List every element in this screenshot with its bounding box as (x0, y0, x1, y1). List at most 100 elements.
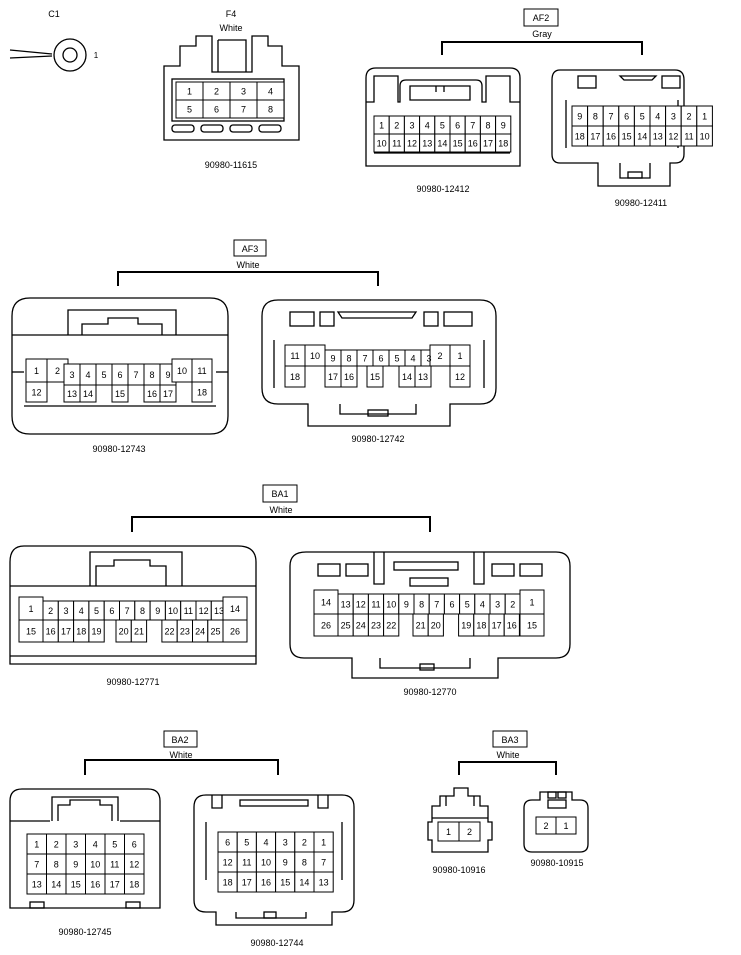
ba3-left-pin-cell (458, 821, 481, 842)
ba2-right-pin-label: 17 (242, 878, 252, 888)
af2-right-pin-label: 15 (622, 132, 632, 142)
af2-right-pin-label: 12 (668, 132, 678, 142)
ba2-left-pin-label: 12 (129, 860, 139, 870)
af3-right-pin-cell (449, 365, 471, 388)
af3-right-pin-label: 4 (410, 354, 415, 364)
ba2-left-pin-label: 17 (110, 880, 120, 890)
ba1-right-pin-label: 11 (371, 600, 380, 610)
ba1-right-pin-cell (427, 613, 444, 637)
af3-left-pin-label: 5 (101, 370, 106, 380)
ba1-left-pin-label: 12 (199, 606, 209, 616)
af2-part-number-left: 90980-12412 (416, 184, 469, 194)
ba2-right-pin-cell (313, 871, 334, 893)
ba1-right-pin-label: 2 (510, 600, 515, 610)
ba2-left-pin-label: 15 (71, 880, 81, 890)
af3-left-pin-label: 17 (163, 389, 173, 399)
ba1-left-pin-cell (130, 619, 148, 643)
af2-right-pin-label: 14 (637, 132, 647, 142)
ba2-right-pin-label: 6 (225, 838, 230, 848)
ba2-left-pin-label: 9 (73, 860, 78, 870)
ba2-right-pin-label: 1 (321, 838, 326, 848)
af2-left-pin-label: 16 (468, 139, 478, 149)
af2-right-pin-label: 2 (686, 112, 691, 122)
ba2-left-pin-label: 6 (132, 840, 137, 850)
ba2-left-housing (9, 788, 161, 909)
af3-right-pin-label: 1 (457, 351, 462, 361)
af3-left-pin-label: 8 (149, 370, 154, 380)
f4-pin-label: 5 (187, 105, 192, 115)
ba2-right-pin-label: 14 (299, 878, 309, 888)
ba1-left-pin-label: 25 (210, 627, 220, 637)
af3-right-pin-label: 18 (290, 372, 300, 382)
f4-color: White (219, 23, 242, 33)
af3-right-pin-label: 14 (402, 372, 412, 382)
c1-pin-label: 1 (94, 51, 99, 60)
ba1-right-pin-label: 19 (461, 621, 471, 631)
ba1-left-pin-label: 1 (28, 604, 33, 614)
ba1-left-pin-label: 9 (155, 606, 160, 616)
af2-left-pin-label: 18 (498, 139, 508, 149)
af3-right-pin-label: 11 (290, 351, 299, 361)
af3-right-pin-label: 17 (328, 372, 338, 382)
ba2-right-pin-label: 2 (302, 838, 307, 848)
ba1-right-pin-label: 5 (465, 600, 470, 610)
af3-right-pin-label: 9 (330, 354, 335, 364)
ba2-left-pin-label: 10 (90, 860, 100, 870)
ba1-right-pin-label: 9 (404, 600, 409, 610)
f4-title: F4 (226, 9, 237, 19)
ba1-left-pin-label: 7 (125, 606, 130, 616)
af2-left-pin-label: 5 (440, 121, 445, 131)
f4-pin-label: 2 (214, 87, 219, 97)
ba1-part-number-left: 90980-12771 (106, 677, 159, 687)
ba3-title-box (492, 730, 528, 748)
ba1-right-pin-cell (313, 589, 339, 615)
ba2-right-pin-label: 8 (302, 858, 307, 868)
f4-pin-label: 1 (187, 87, 192, 97)
ba1-right-pin-label: 26 (321, 621, 331, 631)
ba1-left-pin-label: 15 (26, 627, 36, 637)
af3-left-pin-label: 11 (197, 366, 206, 376)
af3-left-pin-label: 3 (69, 370, 74, 380)
af3-right-housing (261, 299, 497, 427)
ba2-part-number-left: 90980-12745 (58, 927, 111, 937)
af2-right-pin-label: 5 (640, 112, 645, 122)
ba1-right-pin-cell (503, 613, 520, 637)
ba1-left-pin-label: 20 (119, 627, 129, 637)
ba1-left-pin-label: 14 (230, 604, 240, 614)
af3-left-pin-cell (111, 384, 129, 403)
ba1-left-pin-label: 17 (61, 627, 71, 637)
c1-terminal (9, 38, 87, 72)
af3-left-pin-label: 13 (67, 389, 77, 399)
f4-pin-cell (256, 99, 285, 119)
af2-right-pin-label: 3 (671, 112, 676, 122)
ba1-left-pin-label: 19 (92, 627, 102, 637)
ba1-left-pin-label: 3 (63, 606, 68, 616)
af3-left-pin-label: 2 (55, 366, 60, 376)
af3-right-pin-label: 12 (455, 372, 465, 382)
af2-left-pin-label: 1 (379, 121, 384, 131)
af3-left-pin-label: 12 (31, 388, 41, 398)
af2-left-pin-label: 4 (425, 121, 430, 131)
af2-left-pin-label: 12 (407, 139, 417, 149)
ba1-left-pin-label: 8 (140, 606, 145, 616)
af3-left-pin-label: 7 (133, 370, 138, 380)
af3-right-pin-cell (414, 365, 432, 388)
ba2-left-pin-cell (124, 873, 145, 895)
ba1-title-box (262, 484, 298, 503)
af2-left-pin-label: 8 (485, 121, 490, 131)
af2-right-pin-cell (696, 125, 713, 147)
af2-right-pin-label: 9 (577, 112, 582, 122)
ba2-left-pin-label: 13 (32, 880, 42, 890)
ba1-right-pin-label: 12 (356, 600, 366, 610)
af2-right-pin-label: 8 (593, 112, 598, 122)
ba2-left-pin-label: 2 (54, 840, 59, 850)
ba1-left-pin-label: 11 (184, 606, 193, 616)
af3-right-pin-cell (340, 365, 358, 388)
ba1-right-pin-label: 15 (527, 621, 537, 631)
af3-left-pin-cell (25, 381, 48, 403)
af3-right-pin-label: 3 (426, 354, 431, 364)
ba3-color: White (496, 750, 519, 760)
af3-part-number-right: 90980-12742 (351, 434, 404, 444)
ba3-left-housing (427, 787, 493, 853)
f4-part-number: 90980-11615 (205, 160, 257, 170)
